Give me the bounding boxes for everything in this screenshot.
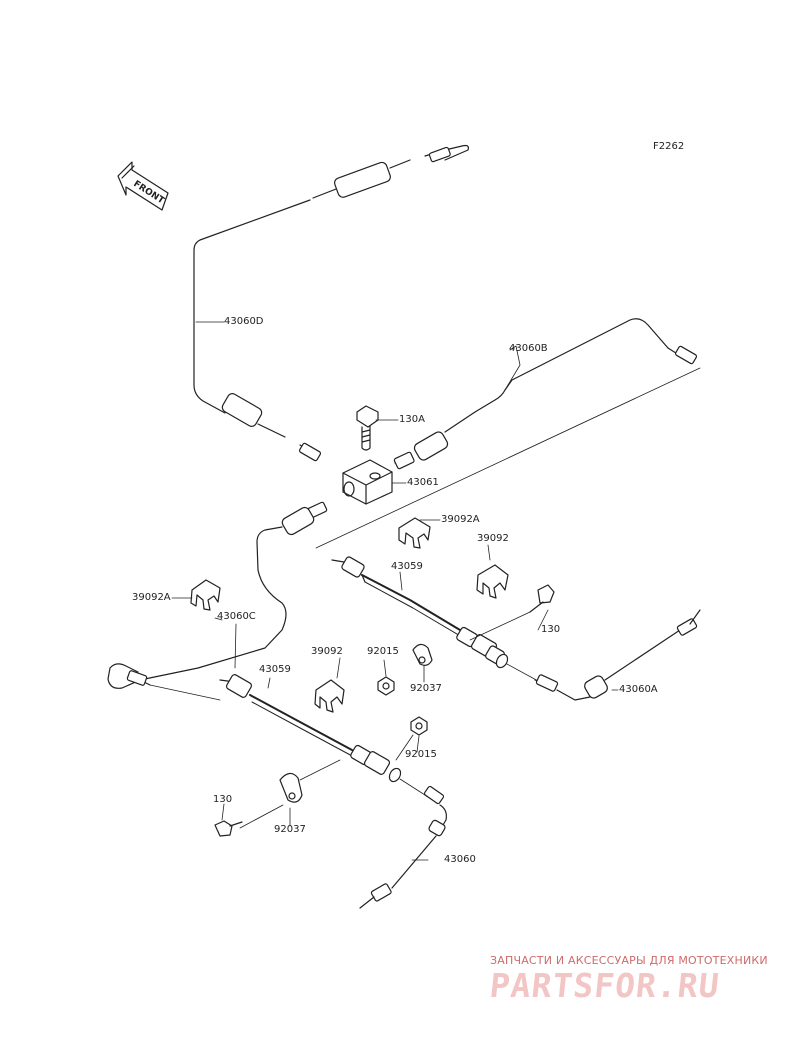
- part-label-43060: 43060: [444, 854, 476, 865]
- part-label-130-right: 130: [541, 624, 561, 635]
- part-label-39092-top: 39092: [477, 533, 509, 544]
- brake-pipe-43060: [359, 785, 447, 909]
- nut-92015-lower: [395, 716, 428, 761]
- part-label-92037-top: 92037: [410, 683, 442, 694]
- part-label-43061: 43061: [407, 477, 439, 488]
- part-label-43060B: 43060B: [509, 343, 548, 354]
- clamp-92037-lower: [239, 759, 341, 829]
- part-label-130A: 130A: [399, 414, 425, 425]
- part-label-43060C: 43060C: [217, 611, 256, 622]
- part-label-39092A-left: 39092A: [132, 592, 171, 603]
- watermark-tagline: ЗАПЧАСТИ И АКСЕССУАРЫ ДЛЯ МОТОТЕХНИКИ: [490, 954, 768, 967]
- figure-id: F2262: [653, 141, 685, 152]
- brake-hose-43059-lower: [219, 674, 426, 796]
- brake-pipe-43060C: [107, 501, 328, 701]
- part-label-130-left: 130: [213, 794, 233, 805]
- brake-hose-43059-upper: [331, 556, 541, 683]
- junction-block-43061: [342, 459, 393, 505]
- clip-39092A-top: [398, 517, 431, 549]
- part-label-39092A-top: 39092A: [441, 514, 480, 525]
- part-label-92037-bottom: 92037: [274, 824, 306, 835]
- clamp-92037-upper: [412, 643, 433, 666]
- part-label-92015-top: 92015: [367, 646, 399, 657]
- clip-39092-top-right: [476, 564, 509, 599]
- brake-pipe-43060B: [315, 318, 701, 549]
- clip-39092-mid: [314, 679, 345, 713]
- front-arrow-icon: FRONT: [117, 161, 169, 211]
- nut-92015-upper: [377, 676, 395, 696]
- brake-pipe-43060A: [534, 609, 701, 701]
- part-label-92015-bottom: 92015: [405, 749, 437, 760]
- bolt-130-right: [469, 584, 555, 641]
- clip-39092A-left: [190, 579, 221, 611]
- part-label-43059-top: 43059: [391, 561, 423, 572]
- watermark-logo: PARTSFOR.RU: [487, 966, 722, 1005]
- brake-pipe-43060D: [193, 144, 469, 462]
- part-label-43059-bottom: 43059: [259, 664, 291, 675]
- part-label-39092-mid: 39092: [311, 646, 343, 657]
- leader-lines: [171, 321, 619, 861]
- bolt-130-left: [214, 820, 243, 837]
- bolt-130A: [356, 405, 379, 451]
- part-label-43060A: 43060A: [619, 684, 658, 695]
- part-label-43060D: 43060D: [224, 316, 264, 327]
